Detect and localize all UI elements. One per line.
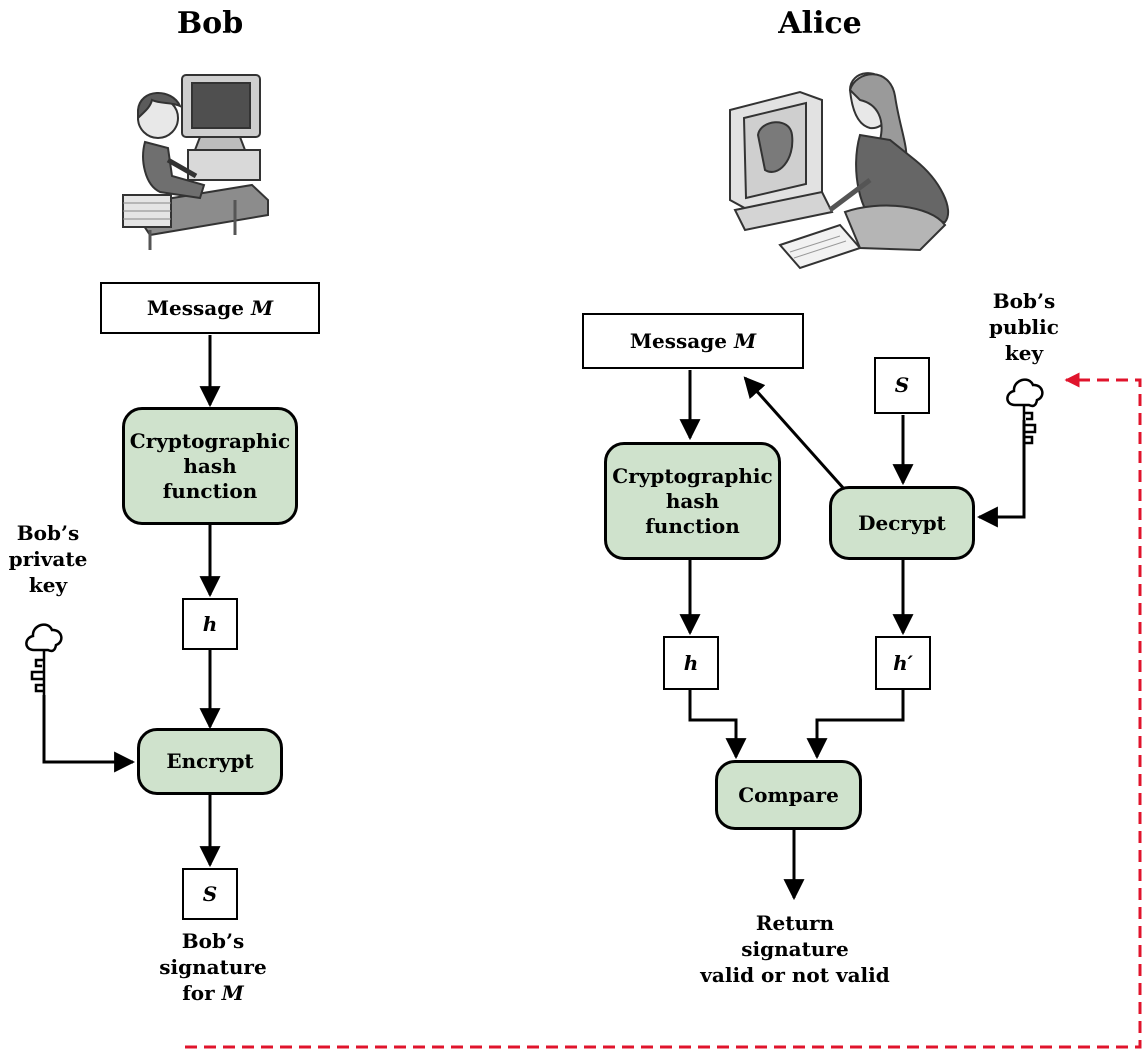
label-line: signature	[741, 937, 849, 961]
key-icon	[25, 623, 63, 695]
label-line: key	[28, 573, 68, 597]
bob-message-box: Message M	[100, 282, 320, 334]
hash-line-2: hash	[183, 453, 237, 478]
alice-compare-process: Compare	[715, 760, 862, 830]
message-label: Message	[629, 328, 734, 353]
label-line: private	[8, 547, 88, 571]
arrow-decrypt-to-message	[743, 376, 847, 491]
decrypt-label: Decrypt	[858, 510, 946, 535]
bob-encrypt-process: Encrypt	[137, 728, 283, 795]
signature-transfer-path	[185, 372, 1142, 1049]
hash-line-1: Cryptographic	[612, 463, 773, 488]
bob-signature-label: Bob’s signature for M	[158, 928, 268, 1006]
arrow-h-to-compare	[688, 690, 747, 760]
compare-label: Compare	[738, 782, 839, 807]
bob-private-key-label: Bob’s private key	[0, 520, 96, 598]
label-variable: M	[221, 981, 244, 1005]
alice-result-label: Return signature valid or not valid	[680, 910, 910, 988]
alice-decrypt-process: Decrypt	[829, 486, 975, 560]
alice-hash-function: Cryptographic hash function	[604, 442, 781, 560]
message-label: Message	[146, 295, 251, 320]
hash-line-1: Cryptographic	[129, 428, 291, 453]
alice-message-box: Message M	[582, 313, 804, 369]
alice-hash-prime-box: h′	[875, 636, 931, 690]
computer-user-illustration	[122, 74, 269, 250]
bob-signature-box: S	[182, 868, 238, 920]
computer-user-illustration	[729, 72, 950, 270]
arrow-hprime-to-compare	[806, 690, 905, 760]
label-line: Return	[755, 911, 835, 935]
arrow-public-key-to-decrypt	[976, 420, 1026, 528]
hash-line-3: function	[162, 478, 258, 503]
hash-line-2: hash	[665, 488, 720, 513]
message-variable: M	[250, 295, 274, 320]
alice-title: Alice	[778, 6, 862, 41]
label-text: for	[182, 981, 222, 1005]
label-line: signature	[159, 955, 267, 979]
label-line: Bob’s	[992, 289, 1056, 313]
label-line: for M	[158, 980, 268, 1006]
arrow-private-key-to-encrypt	[42, 695, 136, 773]
key-icon	[1006, 378, 1044, 445]
message-variable: M	[733, 328, 757, 353]
alice-signature-box: S	[874, 357, 930, 414]
bob-hash-function: Cryptographic hash function	[122, 407, 298, 525]
label-line: Bob’s	[181, 929, 245, 953]
encrypt-label: Encrypt	[166, 749, 254, 773]
alice-hash-value-box: h	[663, 636, 719, 690]
label-line: valid or not valid	[700, 963, 890, 987]
bob-title: Bob	[176, 6, 244, 41]
alice-public-key-label: Bob’s public key	[976, 288, 1072, 366]
hash-line-3: function	[645, 513, 740, 538]
label-line: Bob’s	[16, 521, 80, 545]
label-line: key	[1004, 341, 1044, 365]
bob-hash-value-box: h	[182, 598, 238, 650]
label-line: public	[989, 315, 1059, 339]
